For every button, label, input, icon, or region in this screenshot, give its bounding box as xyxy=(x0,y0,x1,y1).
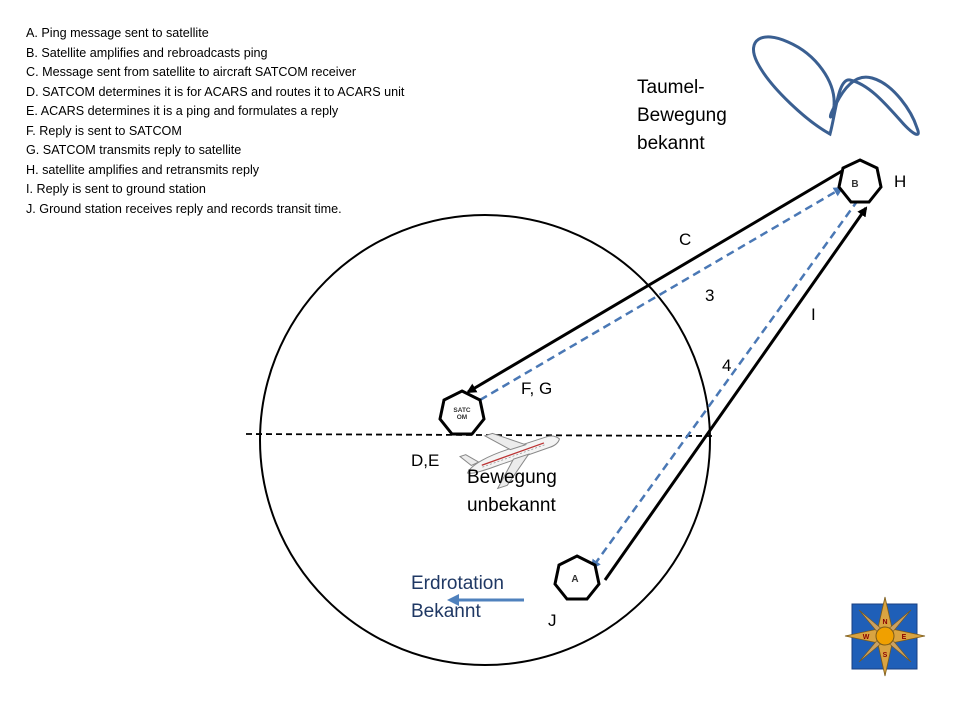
line-4-satellite-to-ground xyxy=(590,199,860,570)
taumel-line-1: Taumel- xyxy=(637,77,705,98)
bewegung-line-2: unbekannt xyxy=(467,495,556,516)
label-de: D,E xyxy=(411,451,440,470)
label-i: I xyxy=(811,305,816,324)
satcom-node-label-2: OM xyxy=(457,414,467,421)
legend-item-j: J. Ground station receives reply and rec… xyxy=(26,201,342,216)
equator-line xyxy=(245,433,713,437)
legend-item-b: B. Satellite amplifies and rebroadcasts … xyxy=(26,45,268,60)
legend-item-i: I. Reply is sent to ground station xyxy=(26,182,206,196)
legend-item-a: A. Ping message sent to satellite xyxy=(26,26,209,40)
taumel-line-3: bekannt xyxy=(637,133,705,154)
satellite-node: B xyxy=(837,158,883,204)
label-fg: F, G xyxy=(521,379,553,398)
earth-circle xyxy=(259,214,711,666)
compass-w: W xyxy=(863,634,870,641)
erdrotation-line-2: Bekannt xyxy=(411,601,481,622)
label-c: C xyxy=(679,230,692,249)
compass-s: S xyxy=(883,652,888,659)
satellite-node-label: B xyxy=(851,179,858,190)
legend-item-c: C. Message sent from satellite to aircra… xyxy=(26,65,357,79)
legend-item-h: H. satellite amplifies and retransmits r… xyxy=(26,162,260,177)
legend-list: A. Ping message sent to satellite B. Sat… xyxy=(26,24,404,219)
line-3-satcom-to-satellite xyxy=(479,186,844,402)
compass-e: E xyxy=(902,634,907,641)
taumel-caption: Taumel- Bewegung bekannt xyxy=(637,74,727,158)
satcom-node-label-1: SATC xyxy=(453,407,471,414)
line-i-ground-to-satellite xyxy=(603,206,868,581)
satcom-node: SATC OM xyxy=(438,389,486,436)
ground-station-node: A xyxy=(553,554,601,601)
erdrotation-caption: Erdrotation Bekannt xyxy=(411,570,504,626)
label-h: H xyxy=(894,172,907,191)
label-3: 3 xyxy=(705,286,715,305)
aircraft-icon xyxy=(458,432,561,490)
erdrotation-line-1: Erdrotation xyxy=(411,573,504,594)
compass-n: N xyxy=(882,619,887,626)
taumel-line-2: Bewegung xyxy=(637,105,727,126)
legend-item-g: G. SATCOM transmits reply to satellite xyxy=(26,143,242,157)
label-j: J xyxy=(548,611,557,630)
bewegung-caption: Bewegung unbekannt xyxy=(467,464,557,520)
legend-item-e: E. ACARS determines it is a ping and for… xyxy=(26,104,339,118)
label-4: 4 xyxy=(722,356,732,375)
wobble-curve xyxy=(751,35,920,137)
bewegung-line-1: Bewegung xyxy=(467,467,557,488)
compass-rose: N S E W xyxy=(844,596,926,677)
line-c-satellite-to-satcom xyxy=(466,169,843,394)
ground-station-node-label: A xyxy=(571,574,578,585)
legend-item-d: D. SATCOM determines it is for ACARS and… xyxy=(26,84,405,99)
legend-item-f: F. Reply is sent to SATCOM xyxy=(26,123,182,138)
